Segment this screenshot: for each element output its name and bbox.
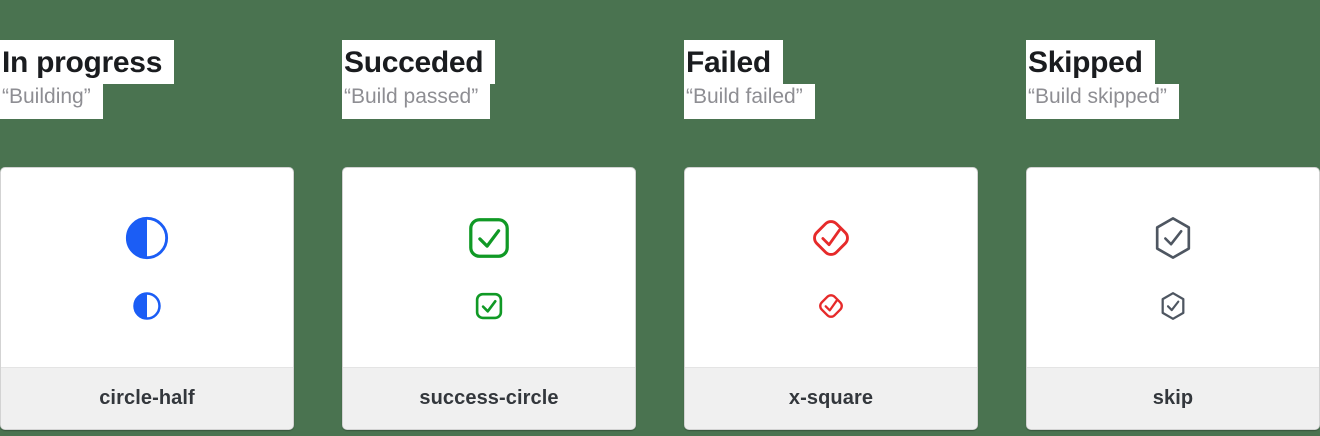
status-heading: Succeded bbox=[342, 40, 496, 84]
check-hexagon-icon-small bbox=[1158, 291, 1188, 321]
status-subtitle: “Build passed” bbox=[342, 84, 491, 119]
status-column-succeeded: Succeded “Build passed” succes bbox=[342, 0, 636, 430]
circle-half-icon-large bbox=[124, 215, 170, 261]
circle-half-icon-small bbox=[132, 291, 162, 321]
check-square-icon-small bbox=[474, 291, 504, 321]
icon-name-label: success-circle bbox=[419, 387, 559, 409]
icon-name-label: x-square bbox=[788, 387, 874, 409]
icon-card-skip: skip bbox=[1026, 167, 1320, 430]
check-square-icon-large bbox=[466, 215, 512, 261]
check-diamond-icon-small bbox=[816, 291, 846, 321]
status-column-skipped: Skipped “Build skipped” skip bbox=[1026, 0, 1320, 430]
status-subtitle: “Building” bbox=[0, 84, 103, 119]
check-hexagon-icon-large bbox=[1150, 215, 1196, 261]
icon-card-circle-half: circle-half bbox=[0, 167, 294, 430]
icon-card-footer: skip bbox=[1027, 367, 1319, 429]
icon-name-label: circle-half bbox=[99, 387, 195, 409]
icon-preview-area bbox=[685, 168, 977, 367]
icon-card-x-square: x-square bbox=[684, 167, 978, 430]
status-heading: Skipped bbox=[1026, 40, 1155, 84]
icon-name-label: skip bbox=[1152, 387, 1194, 409]
icon-preview-area bbox=[343, 168, 635, 367]
icon-card-footer: success-circle bbox=[343, 367, 635, 429]
icon-card-footer: x-square bbox=[685, 367, 977, 429]
icon-preview-area bbox=[1, 168, 293, 367]
icon-card-footer: circle-half bbox=[1, 367, 293, 429]
status-heading: Failed bbox=[684, 40, 783, 84]
status-heading: In progress bbox=[0, 40, 175, 84]
status-subtitle: “Build failed” bbox=[684, 84, 815, 119]
status-column-in-progress: In progress “Building” circle- bbox=[0, 0, 294, 430]
status-subtitle: “Build skipped” bbox=[1026, 84, 1179, 119]
check-diamond-icon-large bbox=[808, 215, 854, 261]
icon-card-success-circle: success-circle bbox=[342, 167, 636, 430]
status-column-failed: Failed “Build failed” x-square bbox=[684, 0, 978, 430]
icon-preview-area bbox=[1027, 168, 1319, 367]
